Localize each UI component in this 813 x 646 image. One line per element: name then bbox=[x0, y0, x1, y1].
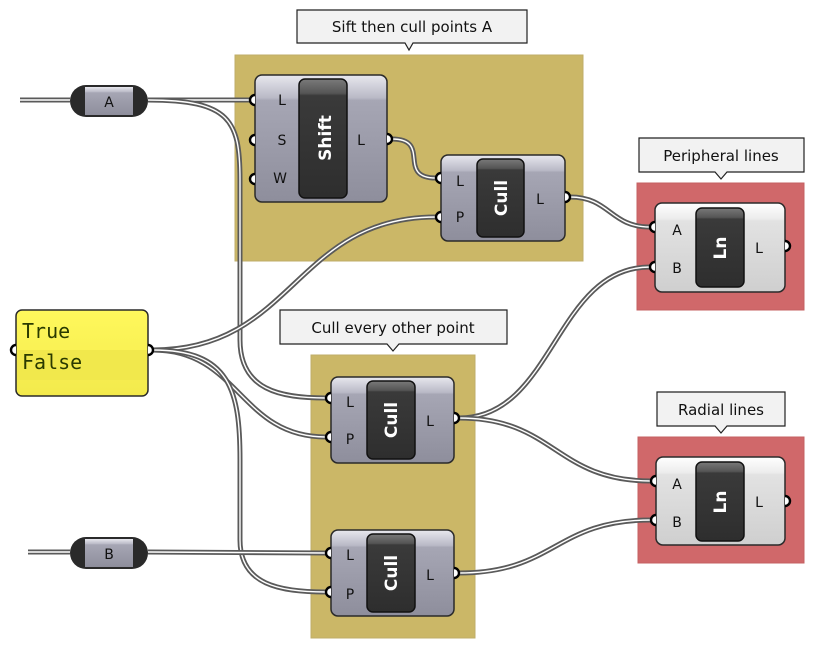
input-grip[interactable] bbox=[248, 172, 256, 186]
output-grip[interactable] bbox=[564, 190, 572, 204]
input-b: B bbox=[672, 261, 682, 277]
wire-core bbox=[147, 551, 327, 554]
wire-cull-mid-to-ln-top-b bbox=[458, 264, 651, 421]
input-s: S bbox=[278, 133, 287, 149]
input-grip[interactable] bbox=[324, 585, 332, 599]
group-label: Radial lines bbox=[678, 401, 764, 419]
component-shift[interactable]: Shift L S W L bbox=[248, 74, 394, 203]
input-w: W bbox=[273, 171, 287, 187]
group-label: Sift then cull points A bbox=[332, 18, 493, 36]
input-l: L bbox=[346, 395, 354, 411]
input-grip[interactable] bbox=[434, 171, 442, 185]
component-line-radial[interactable]: Ln A B L bbox=[649, 456, 792, 546]
input-grip[interactable] bbox=[248, 93, 256, 107]
wire-shift-to-cull-top-l bbox=[391, 136, 437, 181]
input-a: A bbox=[672, 223, 682, 239]
component-line-peripheral[interactable]: Ln A B L bbox=[648, 202, 792, 293]
wire-core bbox=[152, 349, 327, 593]
output-grip[interactable] bbox=[386, 132, 394, 146]
group-label: Cull every other point bbox=[311, 319, 474, 337]
output-l: L bbox=[755, 495, 763, 511]
group-tag-sift: Sift then cull points A bbox=[296, 9, 528, 52]
input-grip[interactable] bbox=[649, 513, 657, 527]
group-tag-cull-every: Cull every other point bbox=[279, 309, 508, 352]
wire-bool-to-cull-top-p bbox=[152, 214, 437, 353]
boolean-false: False bbox=[22, 350, 82, 374]
input-grip[interactable] bbox=[648, 260, 656, 274]
wire-core bbox=[569, 196, 651, 228]
param-a[interactable]: A bbox=[70, 85, 148, 117]
component-cull-top[interactable]: Cull L P L bbox=[434, 154, 572, 242]
boolean-panel[interactable]: True False bbox=[9, 309, 155, 397]
wire-core bbox=[391, 138, 437, 179]
wire-core bbox=[458, 266, 651, 419]
output-grip[interactable] bbox=[453, 566, 461, 580]
input-grip[interactable] bbox=[648, 220, 656, 234]
input-p: P bbox=[346, 432, 354, 448]
param-b[interactable]: B bbox=[70, 537, 148, 569]
wire-a-to-cull-mid-l bbox=[147, 97, 327, 401]
boolean-true: True bbox=[22, 319, 70, 343]
input-l: L bbox=[278, 93, 286, 109]
wires bbox=[20, 97, 652, 595]
boolean-input-grip[interactable] bbox=[9, 343, 17, 357]
input-grip[interactable] bbox=[248, 133, 256, 147]
component-cull-bot[interactable]: Cull L P L bbox=[324, 529, 461, 617]
input-b: B bbox=[672, 515, 682, 531]
wire-bool-to-cull-bot-p bbox=[152, 347, 327, 595]
input-grip[interactable] bbox=[324, 546, 332, 560]
output-l: L bbox=[755, 241, 763, 257]
output-l: L bbox=[357, 133, 365, 149]
output-l: L bbox=[426, 568, 434, 584]
output-grip[interactable] bbox=[453, 411, 461, 425]
output-grip[interactable] bbox=[784, 494, 792, 508]
output-l: L bbox=[536, 192, 544, 208]
component-name: Cull bbox=[382, 555, 402, 591]
wire-core bbox=[458, 519, 652, 574]
input-l: L bbox=[346, 548, 354, 564]
group-tag-peripheral: Peripheral lines bbox=[638, 137, 805, 180]
input-p: P bbox=[346, 587, 354, 603]
component-name: Shift bbox=[316, 115, 336, 161]
wire-core bbox=[458, 417, 652, 482]
component-name: Cull bbox=[492, 180, 512, 216]
boolean-output-grip[interactable] bbox=[147, 343, 155, 357]
param-a-label: A bbox=[104, 95, 114, 111]
param-b-label: B bbox=[104, 547, 114, 563]
input-l: L bbox=[456, 174, 464, 190]
input-grip[interactable] bbox=[434, 210, 442, 224]
input-p: P bbox=[456, 210, 464, 226]
input-grip[interactable] bbox=[324, 430, 332, 444]
wire-cull-mid-to-ln-bot-a bbox=[458, 415, 652, 484]
output-l: L bbox=[426, 414, 434, 430]
group-tag-radial: Radial lines bbox=[656, 391, 786, 434]
wire-b-to-cull-bot-l bbox=[147, 549, 327, 556]
input-grip[interactable] bbox=[324, 391, 332, 405]
component-name: Cull bbox=[382, 402, 402, 438]
component-name: Ln bbox=[711, 491, 731, 514]
wire-cull-bot-to-ln-bot-b bbox=[458, 517, 652, 576]
wire-core bbox=[152, 216, 437, 351]
wire-core bbox=[147, 99, 327, 399]
input-a: A bbox=[672, 477, 682, 493]
component-cull-mid[interactable]: Cull L P L bbox=[324, 376, 461, 464]
wire-cull-top-to-ln-a bbox=[569, 194, 651, 230]
component-name: Ln bbox=[711, 237, 731, 260]
input-grip[interactable] bbox=[649, 474, 657, 488]
output-grip[interactable] bbox=[784, 239, 792, 253]
group-label: Peripheral lines bbox=[663, 147, 779, 165]
